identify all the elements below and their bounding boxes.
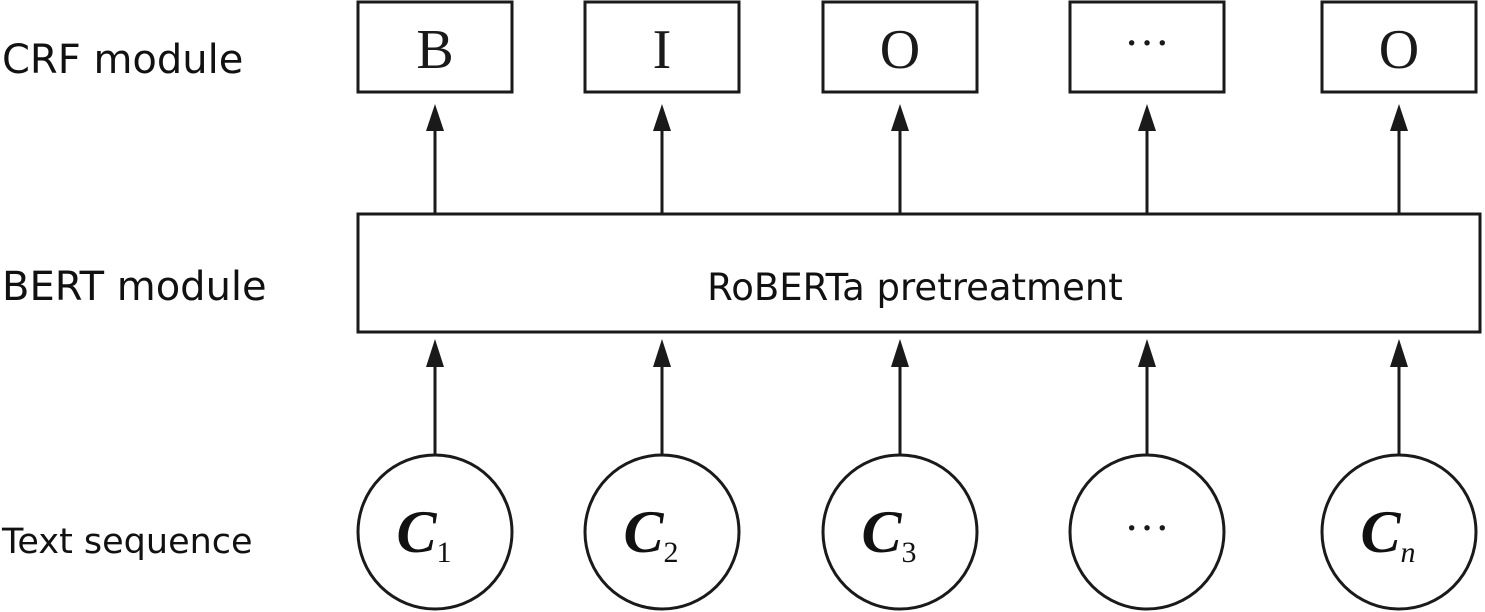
token-main-4: ··· (1124, 502, 1170, 553)
token-main-5: C (1360, 499, 1401, 565)
token-sub-2: 2 (664, 536, 679, 569)
crf-tag-box-2: I (583, 0, 741, 94)
token-node-3: C3 (821, 453, 979, 611)
token-sub-5: n (1401, 536, 1416, 569)
token-label-3: C3 (861, 499, 916, 569)
arrow-token-to-bert-4 (1138, 339, 1156, 455)
arrow-token-to-bert-3 (891, 339, 909, 455)
bert-box-label: RoBERTa pretreatment (707, 266, 1123, 309)
crf-tag-label-5: O (1379, 19, 1419, 81)
token-main-2: C (623, 499, 664, 565)
token-node-4: ··· (1068, 453, 1226, 611)
crf-tag-box-4: ··· (1068, 0, 1226, 94)
token-label-5: Cn (1360, 499, 1415, 569)
crf-tag-box-5: O (1320, 0, 1478, 94)
bert-module-label: BERT module (2, 264, 267, 310)
arrow-bert-to-crf-1 (426, 104, 444, 214)
token-sub-1: 1 (437, 536, 452, 569)
crf-tag-label-3: O (880, 19, 920, 81)
crf-tag-label-4: ··· (1124, 17, 1170, 68)
token-node-5: Cn (1320, 453, 1478, 611)
crf-tag-box-3: O (821, 0, 979, 94)
crf-tag-label-2: I (653, 19, 672, 81)
text-sequence-label: Text sequence (1, 522, 253, 562)
arrow-bert-to-crf-4 (1138, 104, 1156, 214)
token-label-2: C2 (623, 499, 678, 569)
arrow-bert-to-crf-2 (653, 104, 671, 214)
arrow-bert-to-crf-5 (1390, 104, 1408, 214)
token-label-1: C1 (396, 499, 451, 569)
arrow-bert-to-crf-3 (891, 104, 909, 214)
token-main-1: C (396, 499, 437, 565)
bert-module-box: RoBERTa pretreatment (356, 212, 1482, 334)
token-node-1: C1 (356, 453, 514, 611)
crf-module-label: CRF module (2, 37, 243, 83)
crf-tag-box-1: B (356, 0, 514, 94)
arrow-token-to-bert-5 (1390, 339, 1408, 455)
crf-tag-label-1: B (416, 19, 453, 81)
arrow-token-to-bert-1 (426, 339, 444, 455)
token-main-3: C (861, 499, 902, 565)
token-sub-3: 3 (902, 536, 917, 569)
token-node-2: C2 (583, 453, 741, 611)
arrow-token-to-bert-2 (653, 339, 671, 455)
